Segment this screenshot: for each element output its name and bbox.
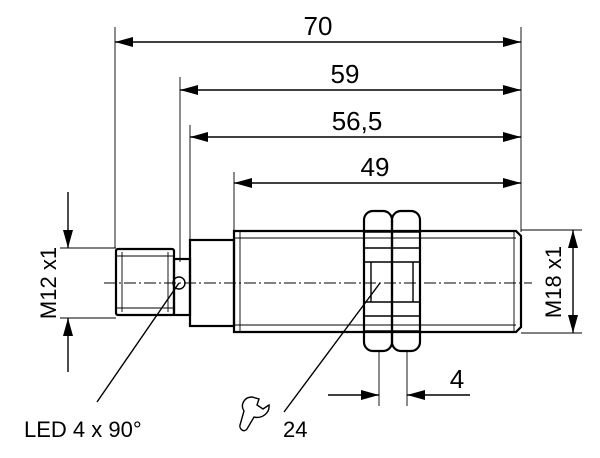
dimension-4: 4 — [328, 364, 470, 400]
wrench-size-label: 24 — [283, 417, 307, 442]
led-annotation: LED 4 x 90° — [24, 417, 142, 442]
dimension-56-5-label: 56,5 — [332, 106, 383, 136]
sensor-body — [114, 229, 523, 334]
dimension-70: 70 — [115, 11, 521, 47]
dimension-59-label: 59 — [331, 59, 360, 89]
thread-right-label: M18 x1 — [541, 246, 566, 318]
thread-left-label: M12 x1 — [36, 247, 61, 319]
dimension-49-label: 49 — [361, 152, 390, 182]
dimension-m18: M18 x1 — [541, 230, 578, 333]
dimension-70-label: 70 — [304, 11, 333, 41]
extension-lines — [60, 27, 582, 406]
hex-nut — [362, 209, 422, 353]
nut-thickness-label: 4 — [450, 364, 464, 394]
wrench-icon — [239, 396, 270, 432]
dimension-56-5: 56,5 — [190, 106, 521, 142]
dimension-49: 49 — [234, 152, 521, 188]
dimension-m12: M12 x1 — [36, 192, 73, 372]
dimension-59: 59 — [180, 59, 521, 95]
wrench-leader-line — [283, 282, 381, 413]
led-leader-line — [96, 282, 180, 403]
